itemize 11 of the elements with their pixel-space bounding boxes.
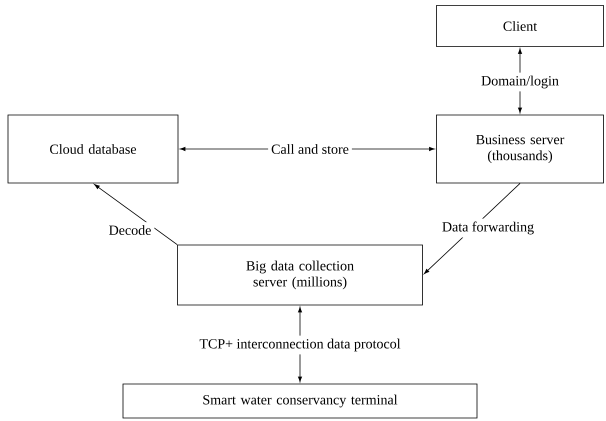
process-box: Big data collection server (millions) <box>177 244 423 306</box>
process-box: Client <box>436 5 604 47</box>
process-box: Smart water conservancy terminal <box>122 384 478 418</box>
arrow <box>94 184 178 245</box>
edge-label: TCP+ interconnection data protocol <box>196 336 404 354</box>
edge-label: Call and store <box>268 141 352 157</box>
edge-label: Data forwarding <box>438 218 538 238</box>
process-box: Business server (thousands) <box>436 114 604 184</box>
edge-label: Decode <box>106 222 154 238</box>
edge-label: Domain/login <box>478 72 562 92</box>
process-box: Cloud database <box>8 114 178 184</box>
